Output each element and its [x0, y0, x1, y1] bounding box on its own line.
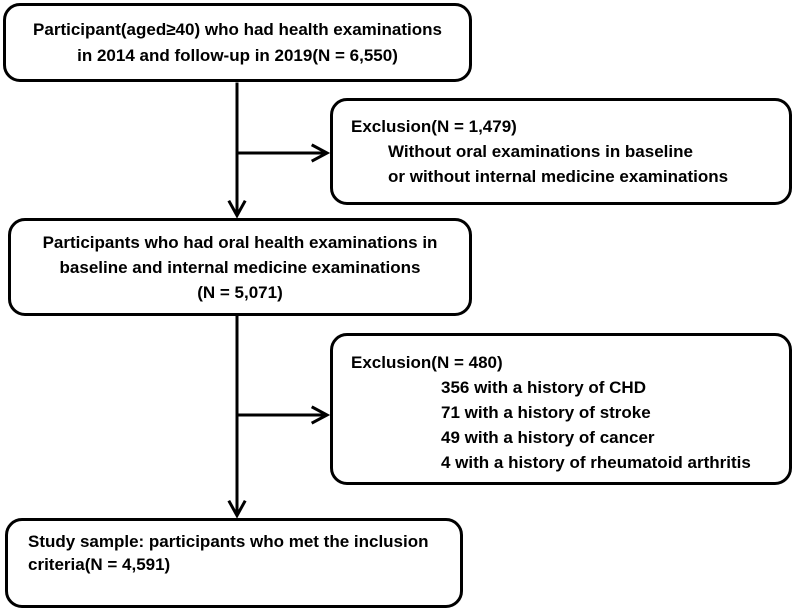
box-exclusion2-item: 49 with a history of cancer [441, 428, 655, 447]
box-exclusion2-title: Exclusion(N = 480) [351, 353, 503, 372]
box-exclusion1-item: or without internal medicine examination… [388, 167, 729, 186]
box-population-line2: in 2014 and follow-up in 2019(N = 6,550) [77, 45, 398, 65]
box-eligible: Participants who had oral health examina… [8, 218, 472, 316]
box-exclusion2-item: 71 with a history of stroke [441, 403, 651, 422]
box-exclusion2: Exclusion(N = 480) 356 with a history of… [330, 333, 792, 485]
box-exclusion1-title: Exclusion(N = 1,479) [351, 117, 517, 136]
box-study-sample-line2: criteria(N = 4,591) [28, 555, 171, 574]
box-eligible-line2: baseline and internal medicine examinati… [59, 257, 421, 277]
box-exclusion2-item: 356 with a history of CHD [441, 378, 646, 397]
box-exclusion2-item: 4 with a history of rheumatoid arthritis [441, 453, 751, 472]
box-study-sample-line1: Study sample: participants who met the i… [28, 532, 429, 551]
arrowhead-down-icon [227, 499, 247, 519]
arrowhead-down-icon [227, 199, 247, 219]
box-eligible-line1: Participants who had oral health examina… [42, 232, 438, 252]
box-exclusion1: Exclusion(N = 1,479) Without oral examin… [330, 98, 792, 205]
box-eligible-line3: (N = 5,071) [197, 282, 283, 302]
box-study-sample: Study sample: participants who met the i… [5, 518, 463, 608]
box-exclusion1-item: Without oral examinations in baseline [388, 142, 693, 161]
box-population: Participant(aged≥40) who had health exam… [3, 3, 472, 82]
arrowhead-right-icon [310, 143, 331, 163]
arrowhead-right-icon [310, 405, 331, 425]
box-population-line1: Participant(aged≥40) who had health exam… [33, 19, 442, 39]
